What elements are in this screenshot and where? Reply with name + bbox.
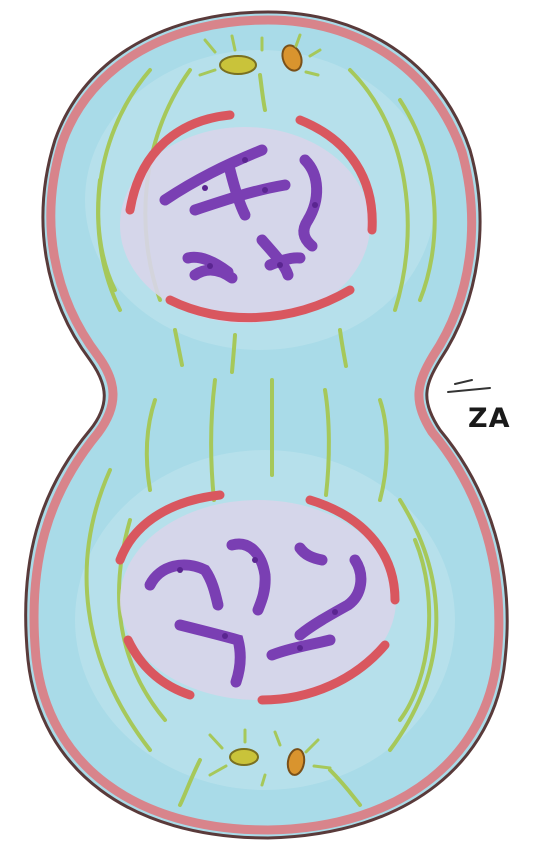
cleavage-furrow-pointer	[448, 380, 490, 392]
cleavage-furrow-label: ZA	[468, 403, 510, 434]
